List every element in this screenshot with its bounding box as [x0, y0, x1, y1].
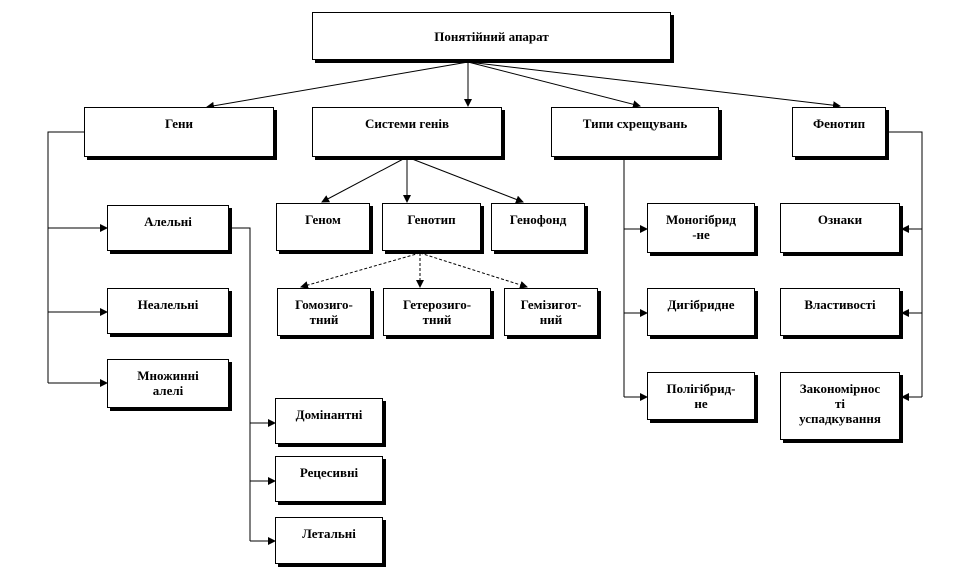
monohybrid-node: Моногібрид -не — [647, 203, 755, 253]
lethal-node: Летальні — [275, 517, 383, 564]
properties-node: Властивості — [780, 288, 900, 336]
allelic-node: Алельні — [107, 205, 229, 251]
arrow-root-to-genes — [206, 61, 469, 110]
traits-node: Ознаки — [780, 203, 900, 253]
polyhybrid-node: Полігібрид- не — [647, 372, 755, 420]
heterozygous-node: Гетерозиго- тний — [383, 288, 491, 336]
arrow-root-to-crossing-types — [467, 61, 641, 109]
genes-bracket — [47, 131, 84, 383]
non-allelic-node: Неалельні — [107, 288, 229, 334]
crossing-types-node: Типи схрещувань — [551, 107, 719, 157]
recessive-node: Рецесивні — [275, 456, 383, 502]
dominant-node: Домінантні — [275, 398, 383, 444]
arrow-to-hemizygous — [419, 252, 528, 289]
phenotype-node: Фенотип — [792, 107, 886, 157]
hemizygous-node: Гемізигот- ний — [504, 288, 598, 336]
gene-pool-node: Генофонд — [491, 203, 585, 251]
genotype-node: Генотип — [382, 203, 481, 251]
arrow-to-genome — [321, 156, 408, 203]
genome-node: Геном — [276, 203, 370, 251]
phenotype-bracket — [886, 131, 923, 397]
arrow-root-to-phenotype — [467, 61, 841, 110]
dihybrid-node: Дигібридне — [647, 288, 755, 336]
allelic-bracket — [229, 227, 251, 541]
root-node: Понятійний апарат — [312, 12, 671, 60]
genes-node: Гени — [84, 107, 274, 157]
inheritance-patterns-node: Закономірнос ті успадкування — [780, 372, 900, 440]
arrow-to-gene-pool — [406, 156, 524, 204]
gene-systems-node: Системи генів — [312, 107, 502, 157]
homozygous-node: Гомозиго- тний — [277, 288, 371, 336]
multiple-alleles-node: Множинні алелі — [107, 359, 229, 408]
arrow-to-homozygous — [300, 252, 421, 289]
